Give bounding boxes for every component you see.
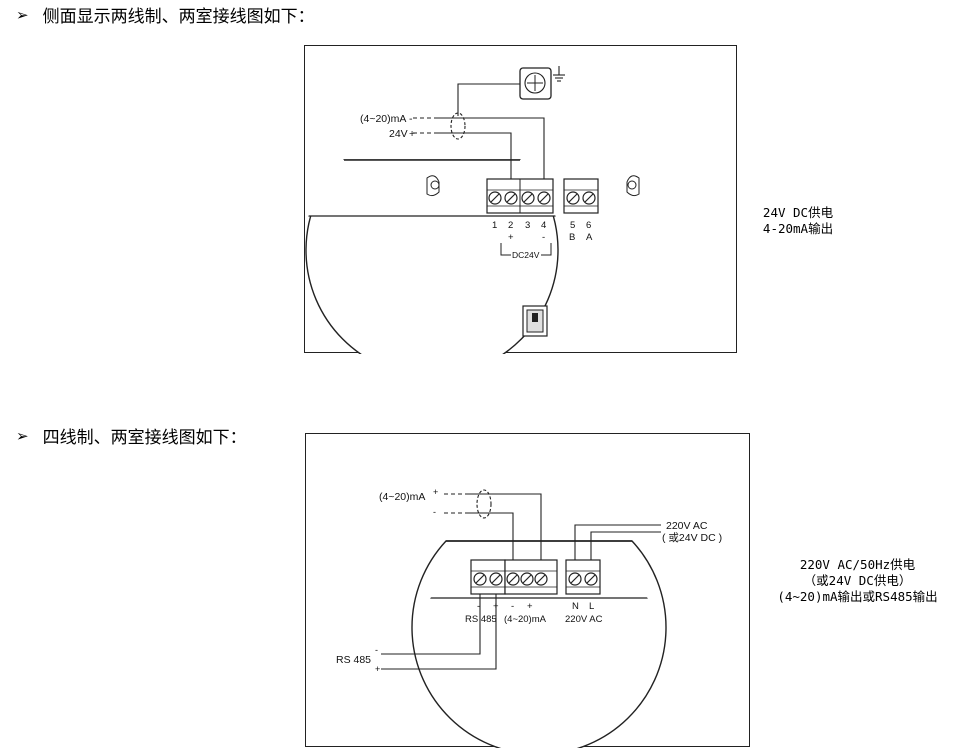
wiring-2 xyxy=(381,489,661,670)
terminal-label-1: 1 xyxy=(492,220,497,231)
label-rs485-left: RS 485 xyxy=(336,654,371,666)
section2-heading-text: 四线制、两室接线图如下： xyxy=(42,428,247,448)
ground-symbol-icon xyxy=(553,66,565,82)
sign-ma-plus: + xyxy=(527,601,533,612)
terminal-screws-2 xyxy=(473,572,598,586)
terminal-label-3: 3 xyxy=(525,220,530,231)
four-wire-note-line-1: 220V AC/50Hz供电 xyxy=(799,557,916,572)
label-l: L xyxy=(589,601,594,612)
two-wire-note-line-1: 24V DC供电 xyxy=(762,205,834,220)
label-current-plus: + xyxy=(433,487,438,497)
four-wire-diagram-drawing: (4~20)mA + - 220V AC ( 或24V DC ) - + - +… xyxy=(336,487,722,748)
label-a: A xyxy=(586,232,593,243)
mount-hole-right xyxy=(626,175,640,197)
terminal-block-5-6 xyxy=(563,178,599,214)
label-ma: (4~20)mA xyxy=(504,614,547,625)
label-voltage-sign: + xyxy=(409,128,415,140)
sign-ma-minus: - xyxy=(511,601,514,612)
label-current-minus: - xyxy=(433,507,436,517)
sign-rs485-plus: + xyxy=(493,601,499,612)
label-n: N xyxy=(572,601,579,612)
label-voltage: 24V xyxy=(389,128,408,140)
two-wire-diagram: (4~20)mA - 24V + 1 2 3 4 5 6 + - B A DC2… xyxy=(304,45,737,354)
section1-heading: ➢ 侧面显示两线制、两室接线图如下： xyxy=(16,2,315,28)
two-wire-note: 24V DC供电 4-20mA输出 xyxy=(758,205,838,237)
ground-terminal xyxy=(519,67,552,100)
mount-hole-left xyxy=(426,175,440,197)
four-wire-note: 220V AC/50Hz供电 （或24V DC供电） (4~20)mA输出或RS… xyxy=(770,557,945,605)
two-wire-note-line-2: 4-20mA输出 xyxy=(762,221,834,236)
section2-heading: ➢ 四线制、两室接线图如下： xyxy=(16,423,247,449)
terminal-label-6: 6 xyxy=(586,220,591,231)
terminal-label-4: 4 xyxy=(541,220,546,231)
bottom-switch xyxy=(522,305,548,337)
sign-minus: - xyxy=(542,232,545,243)
two-wire-diagram-drawing: (4~20)mA - 24V + 1 2 3 4 5 6 + - B A DC2… xyxy=(305,66,640,354)
section1-heading-text: 侧面显示两线制、两室接线图如下： xyxy=(42,7,315,27)
label-rs485-left-minus: - xyxy=(375,645,378,655)
label-rs485-left-plus: + xyxy=(375,664,380,674)
sign-rs485-minus: - xyxy=(477,601,480,612)
label-220v-ac: 220V AC xyxy=(565,614,603,625)
label-dc24v: DC24V xyxy=(512,250,540,260)
sign-plus: + xyxy=(508,232,514,243)
label-power-bottom: ( 或24V DC ) xyxy=(662,532,722,544)
terminal-screws xyxy=(488,191,596,205)
label-rs485: RS 485 xyxy=(465,614,497,625)
four-wire-note-line-3: (4~20)mA输出或RS485输出 xyxy=(777,589,938,604)
wiring xyxy=(413,83,545,179)
four-wire-diagram: (4~20)mA + - 220V AC ( 或24V DC ) - + - +… xyxy=(305,433,750,748)
terminal-label-2: 2 xyxy=(508,220,513,231)
label-power-top: 220V AC xyxy=(666,520,708,532)
bullet-arrow-icon-2: ➢ xyxy=(16,426,29,445)
bullet-arrow-icon: ➢ xyxy=(16,5,29,24)
label-b: B xyxy=(569,232,575,243)
label-current-sign: - xyxy=(409,113,413,125)
terminal-label-5: 5 xyxy=(570,220,575,231)
four-wire-note-line-2: （或24V DC供电） xyxy=(803,573,912,588)
label-current-2: (4~20)mA xyxy=(379,491,425,503)
label-current: (4~20)mA xyxy=(360,113,406,125)
